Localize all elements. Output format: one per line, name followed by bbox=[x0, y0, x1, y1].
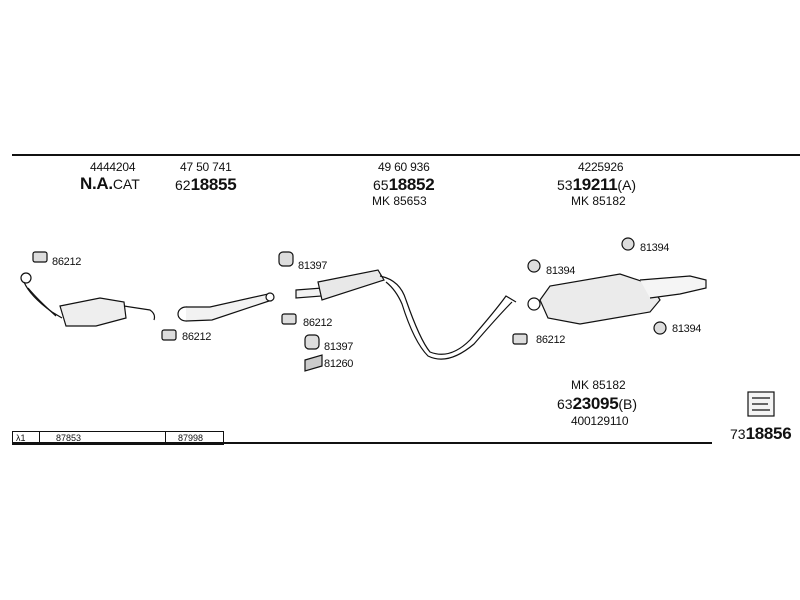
bottom-cell-1: 87853 bbox=[40, 432, 166, 444]
bottom-cell-2: 87998 bbox=[178, 433, 204, 443]
front-pipe-body bbox=[185, 293, 273, 322]
kit-box-detail bbox=[752, 397, 770, 411]
middle-silencer-prefix: 65 bbox=[373, 177, 389, 193]
kit-prefix: 73 bbox=[730, 426, 746, 442]
cat-body bbox=[59, 297, 127, 327]
fitting-label-7: 81394 bbox=[546, 265, 576, 277]
fitting-label-1: 86212 bbox=[52, 256, 82, 268]
fitting-label-3: 81397 bbox=[298, 260, 328, 272]
cat-inlet-pipe-lower bbox=[27, 287, 57, 317]
rear-alt-suffix: (B) bbox=[618, 396, 638, 412]
middle-pipe bbox=[379, 275, 517, 355]
top-divider-line bbox=[12, 154, 800, 156]
fitting-81394-icon-1 bbox=[527, 259, 541, 273]
fitting-label-4: 86212 bbox=[303, 317, 333, 329]
kit-main: 18856 bbox=[745, 424, 792, 443]
rear-alt-ref: 400129110 bbox=[571, 414, 629, 428]
front-pipe-ref: 47 50 741 bbox=[180, 160, 232, 174]
middle-pipe-inner bbox=[385, 281, 513, 360]
cat-inlet-pipe bbox=[23, 281, 63, 319]
middle-silencer-mk: MK 85653 bbox=[372, 194, 427, 208]
rear-silencer-number: 5319211(A) bbox=[557, 175, 636, 195]
fitting-label-9: 86212 bbox=[536, 334, 566, 346]
bottom-divider-line bbox=[12, 442, 712, 444]
middle-silencer-number: 6518852 bbox=[373, 175, 435, 195]
fitting-86212-icon-2 bbox=[161, 329, 177, 341]
lambda-cell: λ1 bbox=[13, 432, 40, 444]
fitting-label-6: 81260 bbox=[324, 358, 354, 370]
fitting-label-5: 81397 bbox=[324, 341, 354, 353]
kit-number: 7318856 bbox=[730, 424, 792, 444]
cat-outlet-pipe bbox=[123, 305, 156, 321]
fitting-86212-icon-3 bbox=[281, 313, 297, 325]
rear-silencer-ref: 4225926 bbox=[578, 160, 624, 174]
fitting-81394-icon-2 bbox=[621, 237, 635, 251]
front-pipe-end bbox=[265, 292, 275, 302]
bottom-table: λ1 87853 87998 bbox=[12, 431, 224, 445]
fitting-81397-icon-1 bbox=[278, 251, 294, 267]
front-pipe-main: 18855 bbox=[190, 175, 237, 194]
rear-silencer-flange bbox=[527, 297, 541, 311]
rear-silencer-suffix: (A) bbox=[617, 177, 637, 193]
rear-silencer-mk: MK 85182 bbox=[571, 194, 626, 208]
rear-alt-prefix: 63 bbox=[557, 396, 573, 412]
cat-label: N.A.CAT bbox=[80, 174, 140, 194]
rear-alt-mk: MK 85182 bbox=[571, 378, 626, 392]
fitting-86212-icon-1 bbox=[32, 251, 48, 263]
rear-alt-main: 23095 bbox=[572, 394, 619, 413]
middle-silencer-main: 18852 bbox=[388, 175, 435, 194]
fitting-81260-icon bbox=[304, 354, 323, 372]
rear-silencer-tail bbox=[639, 275, 707, 299]
fitting-81394-icon-3 bbox=[653, 321, 667, 335]
cat-ref: 4444204 bbox=[90, 160, 136, 174]
rear-silencer-main: 19211 bbox=[572, 175, 618, 194]
rear-alt-number: 6323095(B) bbox=[557, 394, 637, 414]
cat-name: N.A. bbox=[80, 174, 113, 193]
middle-silencer-inlet bbox=[295, 287, 323, 299]
front-pipe-prefix: 62 bbox=[175, 177, 191, 193]
fitting-label-10: 81394 bbox=[672, 323, 702, 335]
cat-flange bbox=[20, 272, 32, 284]
middle-silencer-ref: 49 60 936 bbox=[378, 160, 430, 174]
cat-suffix: CAT bbox=[112, 176, 140, 192]
middle-silencer-body bbox=[317, 269, 385, 301]
fitting-81397-icon-2 bbox=[304, 334, 320, 350]
rear-silencer-body bbox=[539, 273, 661, 325]
front-pipe-number: 6218855 bbox=[175, 175, 237, 195]
fitting-label-2: 86212 bbox=[182, 331, 212, 343]
fitting-label-8: 81394 bbox=[640, 242, 670, 254]
fitting-86212-icon-4 bbox=[512, 333, 528, 345]
rear-silencer-prefix: 53 bbox=[557, 177, 573, 193]
